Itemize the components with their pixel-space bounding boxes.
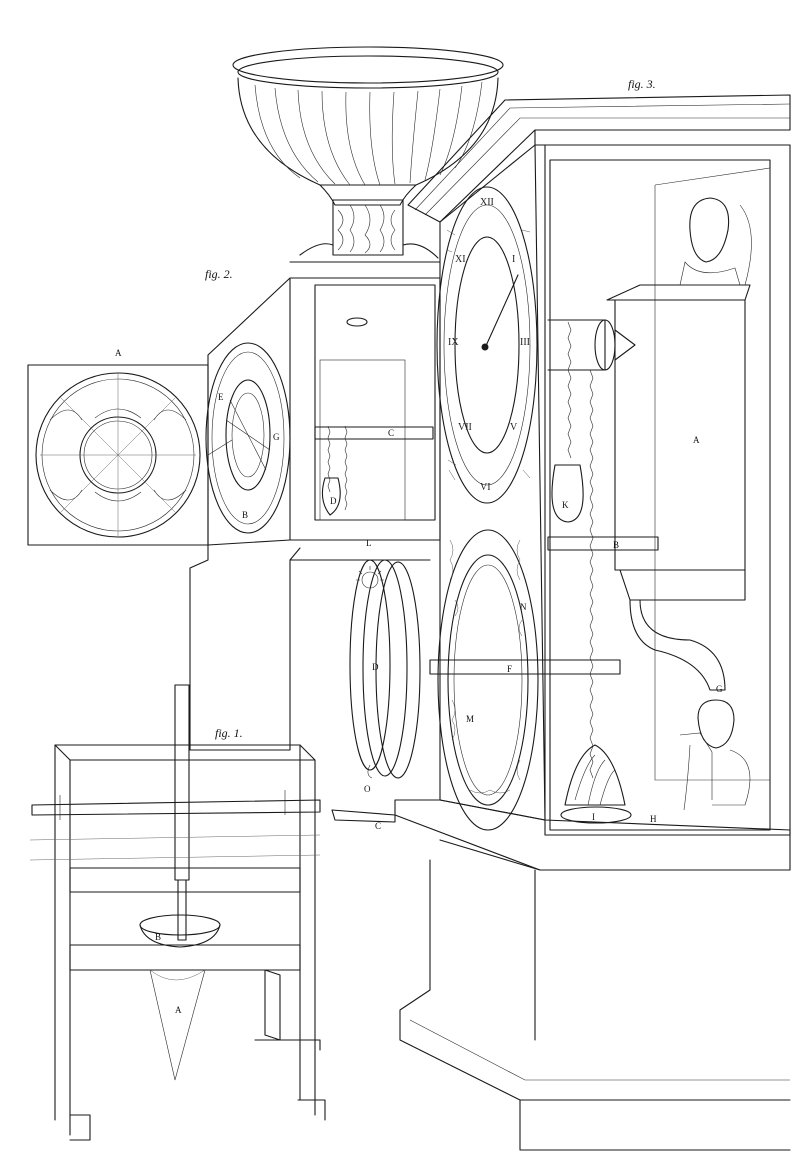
svg-text:XI: XI xyxy=(455,254,466,265)
svg-text:IX: IX xyxy=(448,337,459,348)
fig3-label-o: O xyxy=(364,784,371,794)
fig2-label-b: B xyxy=(242,510,248,520)
fig2-caption: fig. 2. xyxy=(205,267,233,281)
fig3-label-h: H xyxy=(650,814,657,824)
fig3-label-b: B xyxy=(613,540,619,550)
disc-d xyxy=(331,559,421,823)
fig3-cabinet: fig. 3. XII XI IX VII VI V III I xyxy=(394,77,791,1151)
fig3-label-k: K xyxy=(562,500,569,510)
svg-text:VII: VII xyxy=(458,422,472,433)
svg-text:XII: XII xyxy=(480,197,494,208)
fig2-label-g: G xyxy=(273,432,280,442)
fig2-label-e: E xyxy=(218,392,224,402)
fig2-label-d: D xyxy=(330,496,337,506)
svg-text:I: I xyxy=(512,254,515,265)
fig3-label-m: M xyxy=(466,714,474,724)
fig3-label-g: G xyxy=(716,684,723,694)
svg-text:III: III xyxy=(520,337,530,348)
urn xyxy=(232,46,504,263)
fig2-label-c: C xyxy=(388,428,394,438)
fig3-label-n: N xyxy=(520,602,527,612)
fig1-label-a: A xyxy=(175,1005,182,1015)
fig1-frame: fig. 1. xyxy=(29,684,326,1141)
svg-text:VI: VI xyxy=(480,482,491,493)
fig1-caption: fig. 1. xyxy=(215,726,243,740)
svg-text:V: V xyxy=(510,422,518,433)
fig1-label-b: B xyxy=(155,932,161,942)
fig1-label-c: C xyxy=(375,821,381,831)
fig3-label-d: D xyxy=(372,662,379,672)
fig2-label-a: A xyxy=(115,348,122,358)
fig3-label-f: F xyxy=(507,664,512,674)
fig3-label-a: A xyxy=(693,435,700,445)
fig3-label-l: L xyxy=(366,538,372,548)
fig3-caption: fig. 3. xyxy=(628,77,656,91)
fig2-apparatus: fig. 2. xyxy=(27,267,441,751)
fig3-label-i: I xyxy=(592,812,595,822)
